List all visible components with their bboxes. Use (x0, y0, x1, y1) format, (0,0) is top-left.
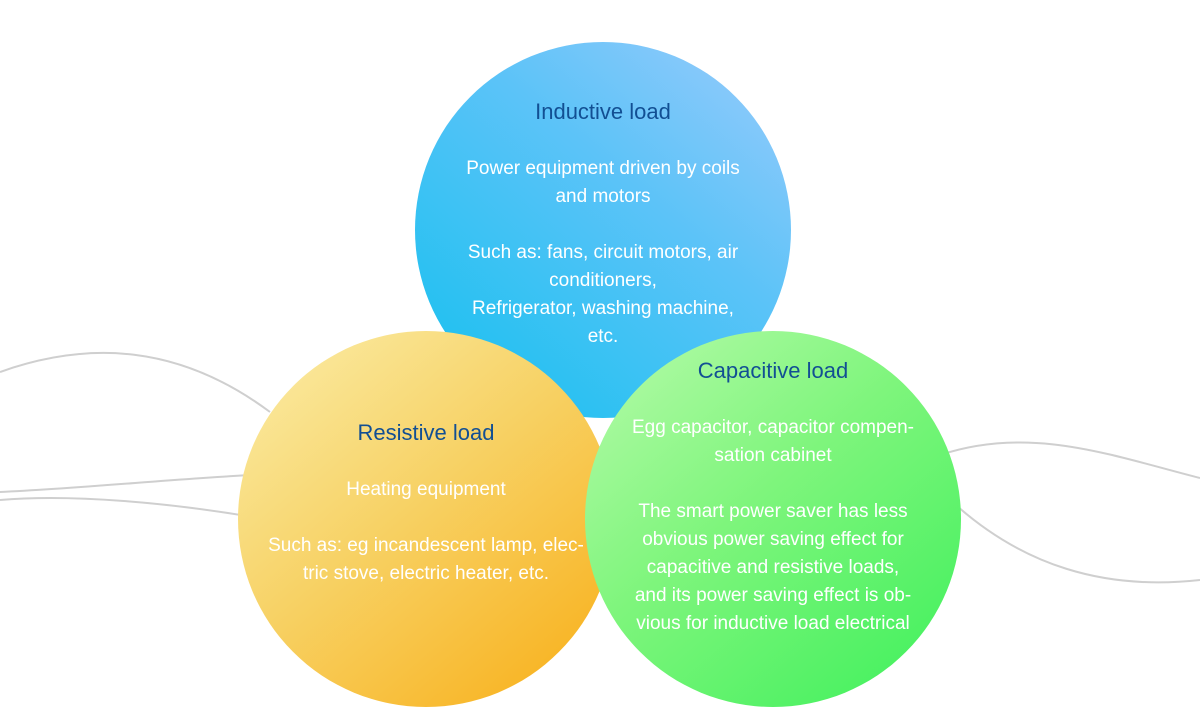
description-line: Egg capacitor, capacitor compen- (632, 417, 914, 438)
description-line: Heating equipment (346, 479, 506, 500)
description-line: Refrigerator, washing machine, (472, 298, 734, 319)
capacitive-load-title: Capacitive load (697, 358, 849, 383)
capacitive-load-circle: Capacitive load Egg capacitor, capacitor… (585, 331, 961, 707)
resistive-load-title: Resistive load (357, 420, 495, 445)
resistive-load-circle: Resistive load Heating equipment Such as… (238, 331, 614, 707)
description-line: The smart power saver has less (638, 501, 908, 522)
description-line: tric stove, electric heater, etc. (302, 563, 550, 584)
description-line: etc. (587, 326, 619, 347)
description-line: vious for inductive load electrical (636, 613, 910, 634)
description-line: and motors (555, 186, 651, 207)
description-gap (248, 504, 604, 532)
resistive-load-description: Heating equipment Such as: eg incandesce… (248, 476, 604, 588)
background-curve (0, 473, 271, 493)
description-line: conditioners, (549, 270, 657, 291)
description-line: Such as: fans, circuit motors, air (467, 242, 739, 263)
description-line: sation cabinet (714, 445, 832, 466)
description-line: and its power saving effect is ob- (634, 585, 912, 606)
description-line: Such as: eg incandescent lamp, elec- (268, 535, 584, 556)
capacitive-load-description: Egg capacitor, capacitor compen- sation … (607, 414, 939, 638)
background-curve (0, 351, 271, 413)
background-curve (939, 489, 1200, 584)
description-gap (445, 211, 761, 239)
description-line: Power equipment driven by coils (466, 158, 740, 179)
description-line: obvious power saving effect for (642, 529, 904, 550)
description-line: capacitive and resistive loads, (646, 557, 900, 578)
inductive-load-description: Power equipment driven by coils and moto… (445, 155, 761, 351)
background-curve (939, 441, 1200, 479)
description-gap (607, 470, 939, 498)
inductive-load-title: Inductive load (535, 99, 671, 124)
background-curve (0, 497, 271, 521)
